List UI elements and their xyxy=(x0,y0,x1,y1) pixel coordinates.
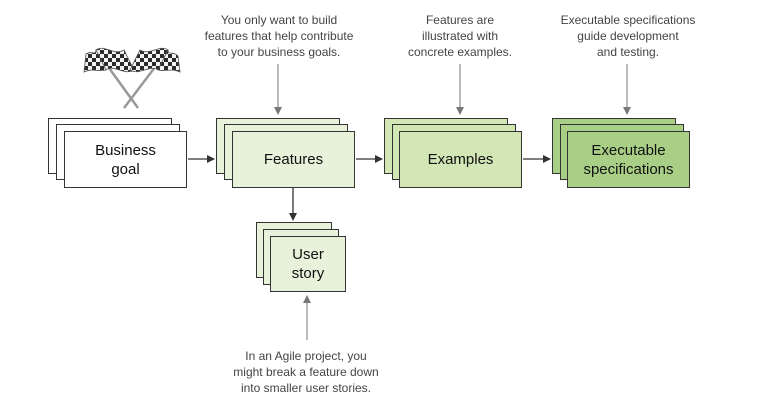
features-note: You only want to build features that hel… xyxy=(188,12,370,60)
specs-label: Executable specifications xyxy=(567,131,690,188)
specs-card xyxy=(567,131,690,188)
specs-note: Executable specifications guide developm… xyxy=(542,12,714,60)
story-note-line: In an Agile project, you xyxy=(245,349,367,363)
examples-card xyxy=(399,131,522,188)
specs-note-line: guide development xyxy=(577,29,679,43)
story-note: In an Agile project, you might break a f… xyxy=(218,348,394,396)
specs-note-line: and testing. xyxy=(596,45,660,59)
business-goal-card xyxy=(64,131,187,188)
checkered-flags-icon xyxy=(83,47,181,109)
features-line: Features xyxy=(263,151,324,168)
business-goal-line: goal xyxy=(111,160,140,178)
features-card xyxy=(232,131,355,188)
features-note-line: features that help contribute xyxy=(204,29,354,43)
examples-note-line: Features are xyxy=(425,13,495,27)
user-story-line: User xyxy=(292,246,324,263)
story-note-line: might break a feature down xyxy=(233,365,379,379)
specs-line: Executable xyxy=(591,141,666,159)
business-goal-line: Business xyxy=(95,141,156,159)
user-story-card xyxy=(270,236,346,292)
examples-note-line: illustrated with xyxy=(421,29,499,43)
features-note-line: to your business goals. xyxy=(217,45,341,59)
business-goal-label: Business goal xyxy=(64,131,187,188)
user-story-line: story xyxy=(291,265,325,282)
story-note-line: into smaller user stories. xyxy=(240,381,372,395)
examples-note-line: concrete examples. xyxy=(407,45,513,59)
examples-label: Examples xyxy=(399,131,522,188)
examples-line: Examples xyxy=(427,151,494,168)
features-label: Features xyxy=(232,131,355,188)
features-note-line: You only want to build xyxy=(220,13,338,27)
specs-line: specifications xyxy=(583,160,674,178)
specs-note-line: Executable specifications xyxy=(560,13,696,27)
examples-note: Features are illustrated with concrete e… xyxy=(390,12,530,60)
user-story-label: User story xyxy=(270,236,346,292)
